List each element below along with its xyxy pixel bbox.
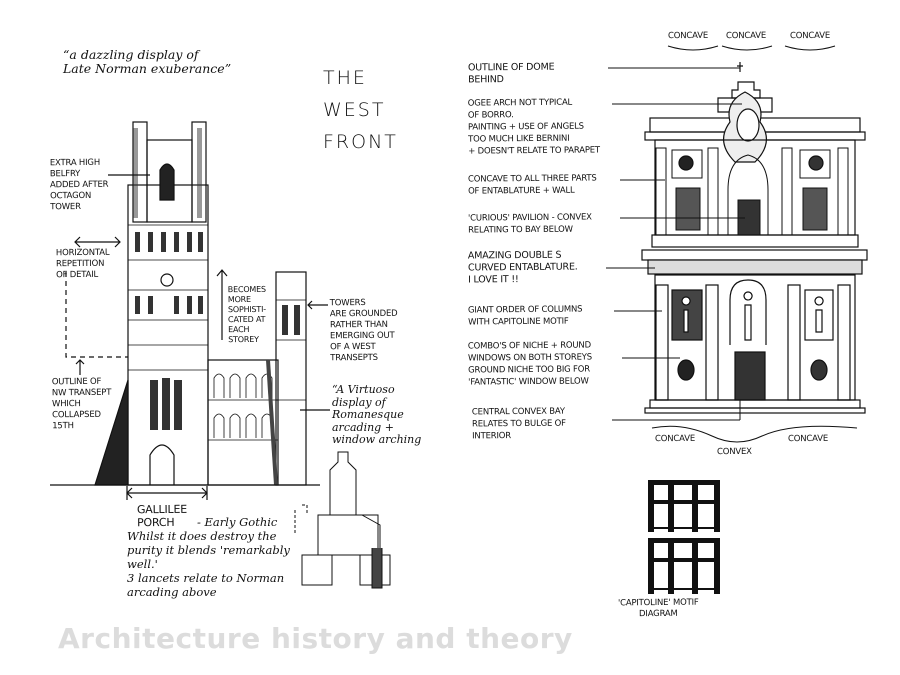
label-concave-bottom-left: Concave [654, 433, 696, 445]
note-giant-order: Giant order of columns with Capitoline m… [467, 304, 583, 328]
label-concave-bottom-right: Concave [787, 433, 829, 445]
title-west-front: THE WEST FRONT [323, 67, 398, 153]
note-belfry: Extra high belfry added after octagon to… [49, 157, 109, 213]
label-concave-top-3: Concave [789, 30, 831, 42]
quote-late-norman: “a dazzling display of Late Norman exube… [63, 47, 232, 76]
note-concave-entablature: Concave to all three parts of entablatur… [467, 173, 597, 197]
slide-caption: Architecture history and theory [58, 622, 573, 655]
note-sophisticated: Becomes more sophisti- cated at each sto… [227, 284, 266, 345]
note-horizontal-repetition: Horizontal repetition of detail [55, 247, 110, 281]
note-porch: - Early Gothic Whilst it does destroy th… [127, 515, 290, 599]
note-double-s: Amazing double S curved entablature. I l… [467, 249, 578, 286]
label-concave-top-2: Concave [725, 30, 767, 42]
note-ogee-arch: Ogee arch not typical of Borro. Painting… [467, 97, 600, 157]
note-nw-transept: Outline of NW transept which collapsed 1… [51, 376, 112, 432]
note-convex-bay: Central convex bay relates to bulge of i… [471, 406, 566, 442]
label-capitoline-diagram: 'Capitoline' motif diagram [617, 597, 699, 620]
label-concave-top-1: Concave [667, 30, 709, 42]
note-dome: Outline of dome behind [467, 61, 555, 86]
note-niche-windows: Combo's of niche + round windows on both… [467, 340, 592, 388]
note-virtuoso: “A Virtuoso display of Romanesque arcadi… [332, 383, 422, 446]
note-towers-grounded: Towers are grounded rather than emerging… [329, 297, 398, 364]
label-convex-bottom: Convex [716, 446, 752, 458]
note-curious-pavilion: 'Curious' pavilion - convex relating to … [467, 212, 592, 236]
